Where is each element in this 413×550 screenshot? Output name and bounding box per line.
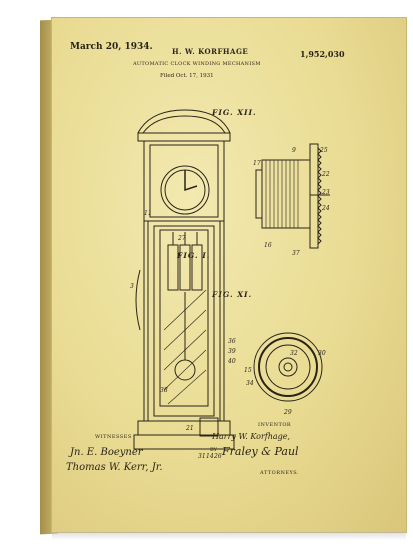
ref-32: 32: [290, 350, 298, 357]
brace-mark: [135, 269, 141, 331]
ref-11: 11: [144, 210, 152, 217]
ref-36: 36: [228, 338, 236, 345]
figure-12-label: FIG. XII.: [212, 108, 257, 117]
ref-9: 9: [292, 147, 296, 154]
figure-11-drawing: [253, 332, 323, 402]
ref-39: 39: [228, 348, 236, 355]
ref-29: 29: [283, 409, 292, 416]
witness-signature-2: Thomas W. Kerr, Jr.: [66, 462, 163, 473]
witness-signature-1: Jn. E. Boeyner: [70, 447, 143, 458]
ref-26: 26: [213, 453, 222, 460]
patent-number: 1,952,030: [300, 49, 345, 59]
ref-34: 34: [246, 380, 254, 387]
ref-15: 15: [244, 367, 252, 374]
ref-21: 21: [185, 425, 194, 432]
ref-25: 25: [319, 147, 328, 154]
ref-31: 31: [198, 453, 206, 460]
figure-11-label: FIG. XI.: [212, 290, 253, 299]
grandfather-clock-drawing: [133, 109, 235, 450]
ref-16: 16: [264, 242, 272, 249]
reference-numerals: 9 25 22 23 24 17 16 37 11 3 36 39 40 21 …: [130, 147, 330, 460]
inventor-label: INVENTOR: [258, 422, 292, 428]
witnesses-label: WITNESSES: [95, 434, 132, 440]
ref-22: 22: [321, 171, 330, 178]
by-label: BY: [210, 447, 217, 453]
ref-17: 17: [253, 160, 261, 167]
ref-23: 23: [321, 189, 330, 196]
attorney-signature: Fraley & Paul: [222, 445, 299, 458]
ref-14: 14: [206, 453, 214, 460]
inventor-signature: Harry W. Korfhage,: [212, 432, 291, 441]
canvas-shadow: [52, 532, 406, 540]
figure-12-drawing: [255, 143, 330, 249]
ref-37: 37: [292, 250, 300, 257]
patent-title: AUTOMATIC CLOCK WINDING MECHANISM: [133, 61, 261, 67]
ref-38: 38: [160, 387, 168, 394]
clock-dial: [160, 165, 210, 215]
ref-30: 30: [318, 350, 326, 357]
filed-date: Filed Oct. 17, 1931: [160, 73, 214, 79]
patent-date: March 20, 1934.: [70, 42, 153, 52]
ref-27: 27: [177, 235, 186, 242]
figure-1-label: FIG. I.: [177, 251, 211, 260]
ref-24: 24: [321, 205, 330, 212]
patent-canvas: [52, 18, 406, 532]
ref-3: 3: [130, 283, 134, 290]
ref-40: 40: [227, 358, 236, 365]
inventor-header-name: H. W. KORFHAGE: [172, 47, 249, 56]
attorneys-label: ATTORNEYS.: [260, 470, 300, 476]
